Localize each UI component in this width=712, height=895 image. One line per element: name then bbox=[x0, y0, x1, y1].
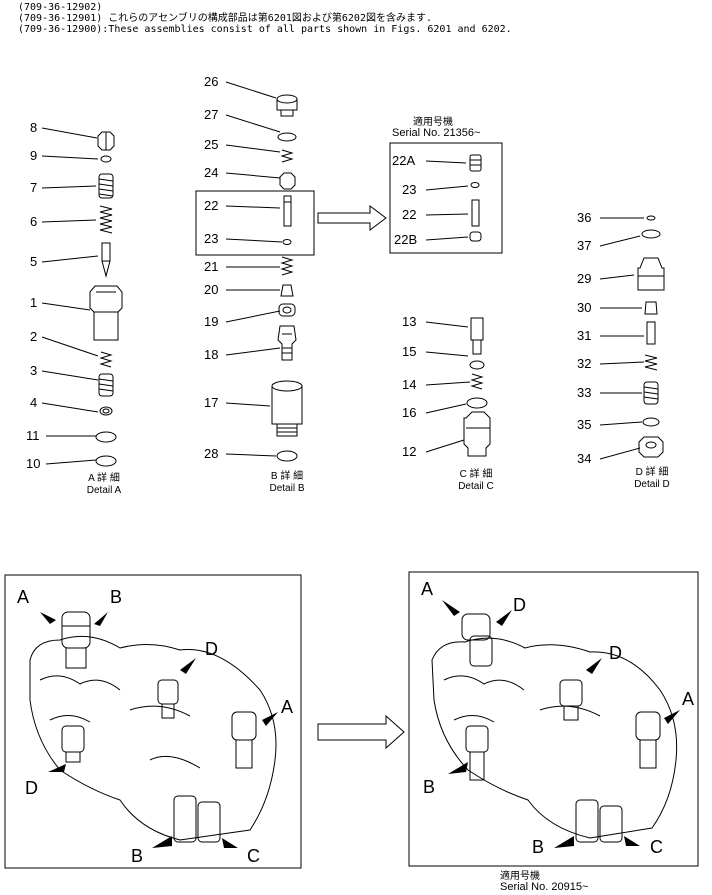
callout-d-right-1: D bbox=[513, 595, 526, 615]
part-label-9: 9 bbox=[30, 148, 38, 163]
part-label-35: 35 bbox=[577, 417, 592, 432]
detail-d-parts bbox=[599, 215, 665, 460]
arrow-right-icon bbox=[317, 205, 387, 231]
serial-top-jp: 適用号機 bbox=[413, 117, 453, 128]
part-label-33: 33 bbox=[577, 385, 592, 400]
detail-c-caption-jp: C 詳 細 bbox=[459, 469, 493, 480]
callout-c-right: C bbox=[650, 837, 663, 857]
detail-d-caption: Detail D bbox=[634, 479, 670, 490]
detail-a-caption: Detail A bbox=[86, 485, 122, 496]
valve-assembly-right bbox=[408, 571, 699, 867]
part-label-6: 6 bbox=[30, 214, 38, 229]
serial-top-text: Serial No. 21356~ bbox=[392, 127, 481, 139]
callout-b-right-2: B bbox=[532, 837, 545, 857]
detail-c-parts bbox=[425, 317, 491, 457]
part-label-15: 15 bbox=[402, 344, 417, 359]
part-label-14: 14 bbox=[402, 377, 417, 392]
part-label-10: 10 bbox=[26, 456, 41, 471]
part-label-21: 21 bbox=[204, 259, 219, 274]
callout-a-right-1: A bbox=[421, 579, 434, 599]
part-label-4: 4 bbox=[30, 395, 38, 410]
callout-arrows-right bbox=[442, 600, 680, 848]
part-label-37: 37 bbox=[577, 238, 592, 253]
part-label-17: 17 bbox=[204, 395, 219, 410]
part-label-16: 16 bbox=[402, 405, 417, 420]
part-label-22-box: 22 bbox=[402, 207, 417, 222]
part-label-1: 1 bbox=[30, 295, 38, 310]
part-label-2: 2 bbox=[30, 329, 38, 344]
part-label-18: 18 bbox=[204, 347, 219, 362]
part-label-30: 30 bbox=[577, 300, 592, 315]
part-label-20: 20 bbox=[204, 282, 219, 297]
part-label-26: 26 bbox=[204, 74, 219, 89]
part-label-25: 25 bbox=[204, 137, 219, 152]
detail-a-parts bbox=[41, 127, 123, 467]
header-line-1: (709-36-12902) bbox=[18, 2, 103, 13]
part-label-23-box: 23 bbox=[402, 182, 417, 197]
serial-bottom-text: Serial No. 20915~ bbox=[500, 881, 589, 893]
detail-b-parts bbox=[195, 81, 315, 462]
callout-d-left-2: D bbox=[25, 778, 38, 798]
callout-b-left-1: B bbox=[110, 587, 123, 607]
part-label-27: 27 bbox=[204, 107, 219, 122]
part-label-12: 12 bbox=[402, 444, 417, 459]
part-label-22b: 22B bbox=[394, 232, 418, 247]
callout-arrows-left bbox=[40, 612, 278, 848]
header-line-3: (709-36-12900):These assemblies consist … bbox=[18, 24, 512, 35]
valve-assembly-left bbox=[4, 574, 302, 869]
part-label-5: 5 bbox=[30, 254, 38, 269]
detail-a-caption-jp: A 詳 細 bbox=[88, 473, 120, 484]
header-line-2: (709-36-12901) これらのアセンブリの構成部品は第6201図および第… bbox=[18, 13, 432, 24]
callout-a-left-1: A bbox=[17, 587, 30, 607]
callout-d-right-2: D bbox=[609, 643, 622, 663]
callout-a-left-2: A bbox=[281, 697, 294, 717]
serial-bottom-jp: 適用号機 bbox=[500, 871, 540, 882]
callout-c-left: C bbox=[247, 846, 260, 866]
part-label-3: 3 bbox=[30, 363, 38, 378]
detail-c-caption: Detail C bbox=[458, 481, 494, 492]
callout-a-right-2: A bbox=[682, 689, 695, 709]
part-label-19: 19 bbox=[204, 314, 219, 329]
part-label-36: 36 bbox=[577, 210, 592, 225]
detail-d-caption-jp: D 詳 細 bbox=[635, 467, 669, 478]
part-label-7: 7 bbox=[30, 180, 38, 195]
callout-d-left-1: D bbox=[205, 639, 218, 659]
part-label-29: 29 bbox=[577, 271, 592, 286]
part-label-22: 22 bbox=[204, 198, 219, 213]
part-label-31: 31 bbox=[577, 328, 592, 343]
part-label-13: 13 bbox=[402, 314, 417, 329]
part-label-34: 34 bbox=[577, 451, 592, 466]
callout-b-left-2: B bbox=[131, 846, 144, 866]
detail-b-caption-jp: B 詳 細 bbox=[270, 471, 304, 482]
part-label-8: 8 bbox=[30, 120, 38, 135]
serial-box-parts bbox=[389, 142, 503, 254]
detail-b-caption: Detail B bbox=[269, 483, 305, 494]
part-label-22a: 22A bbox=[392, 153, 416, 168]
part-label-23: 23 bbox=[204, 231, 219, 246]
part-label-32: 32 bbox=[577, 356, 592, 371]
part-label-11: 11 bbox=[26, 428, 40, 443]
arrow-right-icon bbox=[317, 714, 405, 750]
part-label-28: 28 bbox=[204, 446, 219, 461]
callout-b-right-1: B bbox=[423, 777, 436, 797]
part-label-24: 24 bbox=[204, 165, 219, 180]
